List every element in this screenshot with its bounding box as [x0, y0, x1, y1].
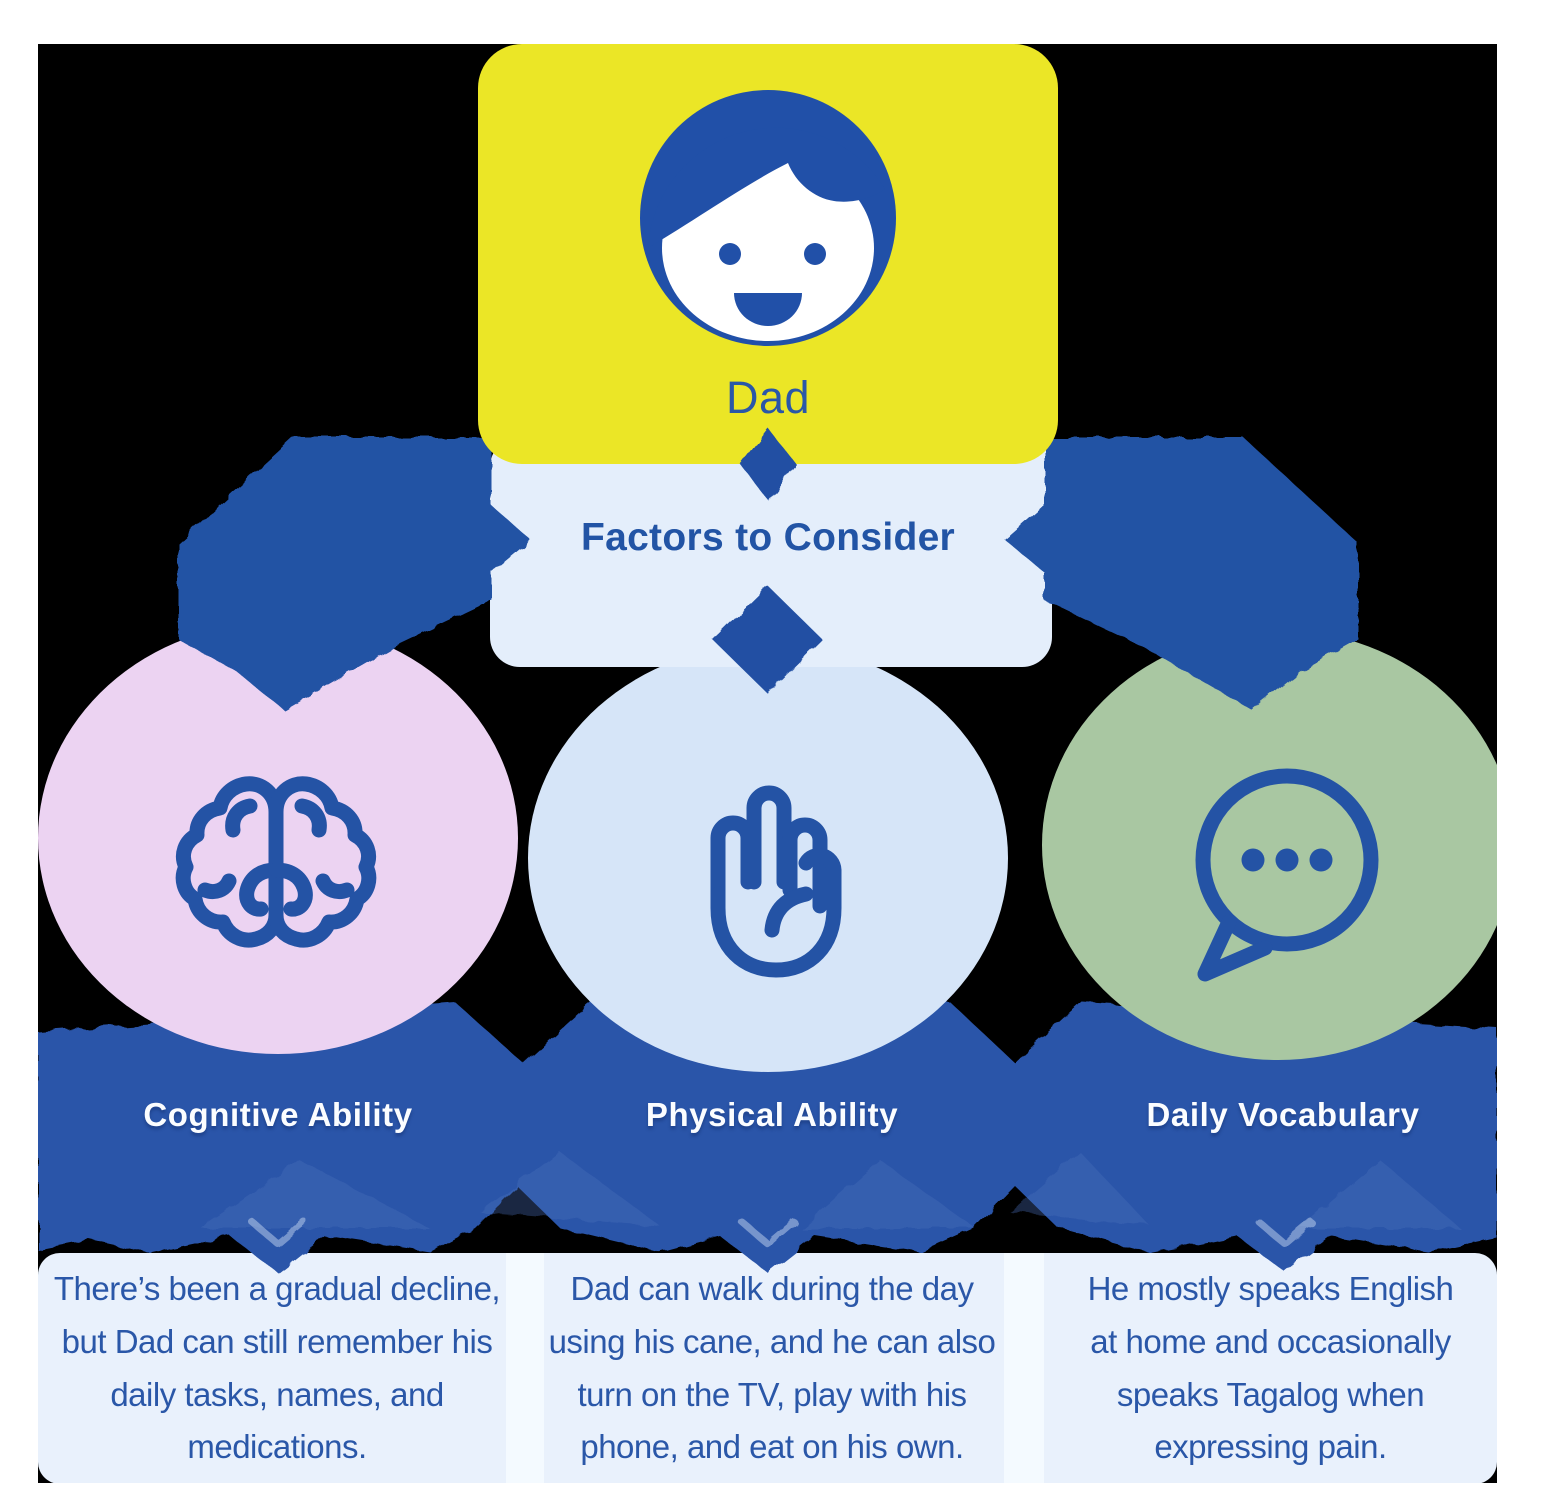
page-margin-right	[1497, 0, 1565, 1498]
diamond-connectors	[713, 428, 823, 694]
hub-card	[490, 437, 1052, 667]
chevron-down-icon	[738, 1218, 798, 1248]
banner-ribbon	[38, 1002, 1497, 1273]
diamond-connector-small	[740, 428, 796, 500]
factor-description-cognitive: There’s been a gradual decline, but Dad …	[53, 1269, 501, 1466]
factor-description-vocabulary: He mostly speaks English at home and occ…	[1087, 1269, 1454, 1466]
factor-circle-physical	[528, 644, 1008, 1072]
factor-label-cognitive: Cognitive Ability	[143, 1096, 413, 1133]
factor-label-physical: Physical Ability	[645, 1096, 899, 1133]
root-label: Dad	[725, 372, 811, 423]
hand-icon	[710, 785, 842, 978]
connector-right	[1005, 437, 1358, 710]
page-margin-left	[0, 0, 38, 1498]
description-band	[38, 1253, 1497, 1484]
brain-icon	[175, 776, 377, 948]
hub-title: Factors to Consider	[580, 516, 956, 559]
page-margin-bottom	[0, 1483, 1565, 1498]
factor-circle-vocabulary	[1042, 630, 1514, 1060]
page-margin-top	[0, 0, 1565, 44]
diamond-connector-large	[713, 586, 823, 694]
factor-description-physical: Dad can walk during the day using his ca…	[548, 1269, 996, 1466]
connector-ribbons	[178, 437, 1358, 710]
chevron-down-icon	[1255, 1218, 1315, 1248]
person-face-icon	[640, 90, 896, 346]
chevron-down-icon	[248, 1218, 308, 1248]
factor-label-vocabulary: Daily Vocabulary	[1146, 1096, 1420, 1133]
speech-bubble-icon	[1195, 768, 1379, 982]
connector-left	[178, 437, 531, 710]
